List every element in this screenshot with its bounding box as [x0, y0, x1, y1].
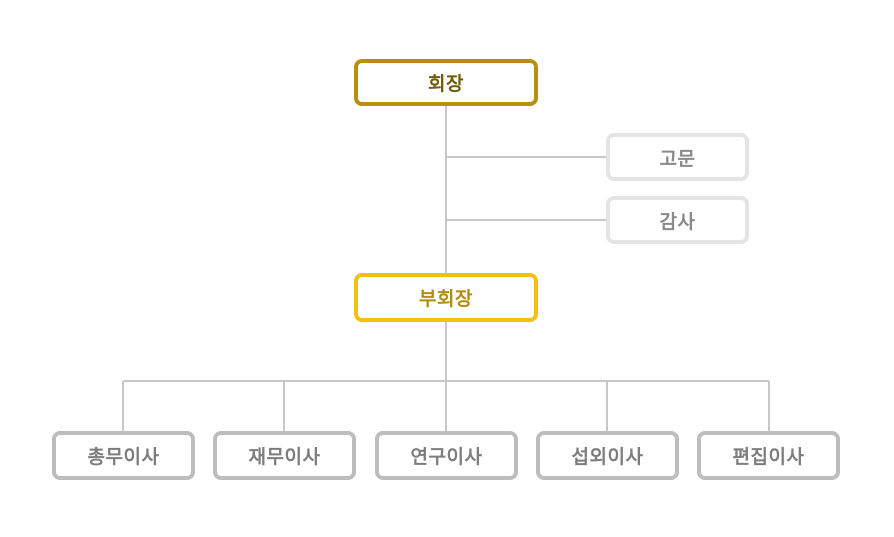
dept-node-general-affairs: 총무이사	[52, 431, 195, 480]
dept-node-editorial: 편집이사	[697, 431, 840, 480]
dept-label: 섭외이사	[571, 446, 644, 468]
dept-label: 총무이사	[87, 446, 160, 468]
president-label: 회장	[428, 73, 464, 95]
dept-node-external-affairs: 섭외이사	[536, 431, 679, 480]
president-node: 회장	[354, 59, 538, 106]
dept-node-finance: 재무이사	[213, 431, 356, 480]
advisor-node-1: 고문	[606, 133, 749, 181]
dept-node-research: 연구이사	[375, 431, 518, 480]
dept-label: 연구이사	[410, 446, 483, 468]
auditor-label: 감사	[659, 210, 696, 233]
auditor-node: 감사	[606, 196, 749, 244]
advisor-label: 고문	[659, 147, 696, 170]
vice-president-node: 부회장	[354, 273, 538, 322]
vice-president-label: 부회장	[419, 288, 473, 310]
dept-label: 편집이사	[732, 446, 805, 468]
dept-label: 재무이사	[248, 446, 321, 468]
